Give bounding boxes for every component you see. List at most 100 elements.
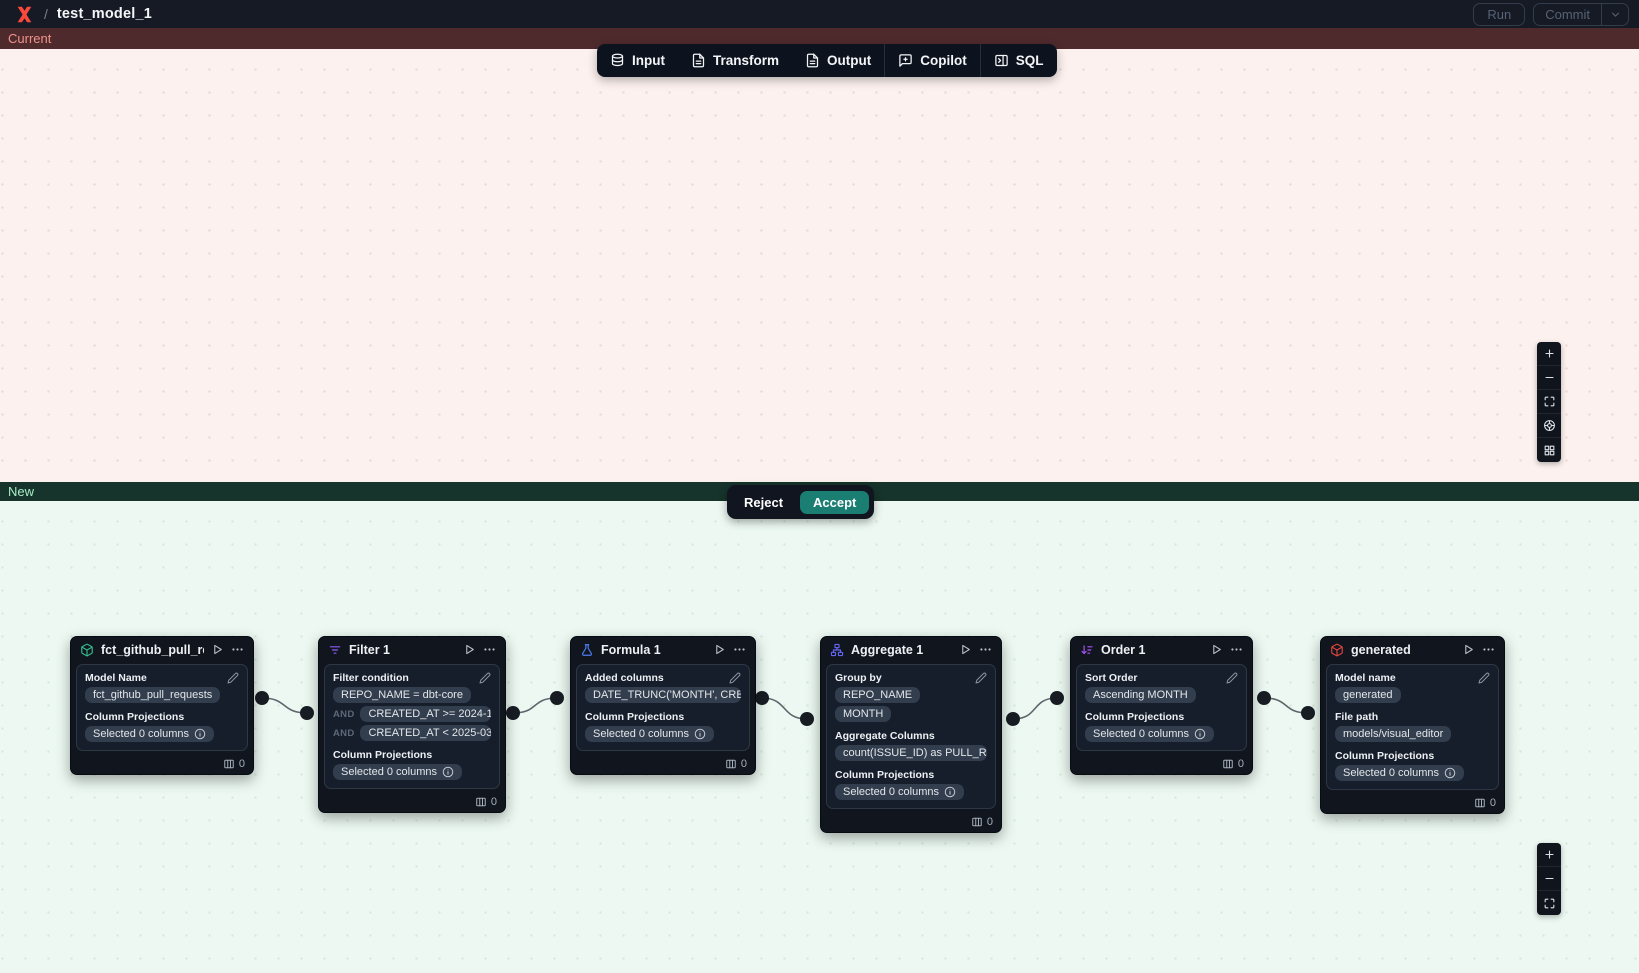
value-pill[interactable]: Selected 0 columns xyxy=(1335,765,1464,781)
value-pill[interactable]: Selected 0 columns xyxy=(835,784,964,800)
node-menu-button[interactable] xyxy=(733,643,746,656)
toolbar-copilot-button[interactable]: Copilot xyxy=(885,44,980,77)
node-menu-button[interactable] xyxy=(1230,643,1243,656)
value-pill[interactable]: count(ISSUE_ID) as PULL_REQUEST_… xyxy=(835,745,987,761)
file-icon xyxy=(691,53,706,68)
fit-view-button[interactable] xyxy=(1537,390,1561,414)
info-icon xyxy=(1444,767,1456,779)
layout-button[interactable] xyxy=(1537,438,1561,462)
toolbar-sql-button[interactable]: SQL xyxy=(981,44,1057,77)
fit-view-button[interactable] xyxy=(1537,891,1561,915)
value-pill[interactable]: models/visual_editor xyxy=(1335,726,1452,742)
reject-button[interactable]: Reject xyxy=(732,491,795,514)
zoom-in-button[interactable] xyxy=(1537,342,1561,366)
toolbar-divider xyxy=(979,44,981,77)
section-label: File path xyxy=(1335,711,1379,723)
condition-conjunction: AND xyxy=(333,708,355,720)
run-node-button[interactable] xyxy=(959,643,972,656)
node-title: Aggregate 1 xyxy=(851,642,924,657)
node-menu-button[interactable] xyxy=(483,643,496,656)
zoom-in-button[interactable] xyxy=(1537,843,1561,867)
value-row: fct_github_pull_requests xyxy=(85,687,239,703)
value-row: Selected 0 columns xyxy=(85,726,239,742)
section-label: Sort Order xyxy=(1085,672,1138,684)
columns-icon xyxy=(725,758,737,770)
section-label: Column Projections xyxy=(333,749,433,761)
interactivity-button[interactable] xyxy=(1537,414,1561,438)
edit-icon[interactable] xyxy=(227,672,239,684)
canvas-controls-bottom xyxy=(1537,843,1561,915)
commit-button[interactable]: Commit xyxy=(1534,4,1601,25)
toolbar-transform-button[interactable]: Transform xyxy=(678,44,792,77)
info-icon xyxy=(944,786,956,798)
node-footer: 0 xyxy=(1321,793,1504,813)
node-menu-button[interactable] xyxy=(1482,643,1495,656)
run-node-button[interactable] xyxy=(1462,643,1475,656)
value-pill[interactable]: DATE_TRUNC('MONTH', CREATED_AT… xyxy=(585,687,741,703)
section-label: Group by xyxy=(835,672,882,684)
node-header: Order 1 xyxy=(1071,637,1252,662)
node-header: Aggregate 1 xyxy=(821,637,1001,662)
columns-icon xyxy=(223,758,235,770)
edit-icon[interactable] xyxy=(975,672,987,684)
value-pill[interactable]: Selected 0 columns xyxy=(85,726,214,742)
current-label: Current xyxy=(8,31,52,46)
node-header: Formula 1 xyxy=(571,637,755,662)
value-pill[interactable]: MONTH xyxy=(835,706,892,722)
value-pill[interactable]: generated xyxy=(1335,687,1401,703)
section-label: Column Projections xyxy=(1085,711,1185,723)
edit-icon[interactable] xyxy=(729,672,741,684)
value-pill[interactable]: Selected 0 columns xyxy=(1085,726,1214,742)
value-row: models/visual_editor xyxy=(1335,726,1490,742)
plus-icon xyxy=(1543,848,1556,861)
node-menu-button[interactable] xyxy=(979,643,992,656)
value-row: Selected 0 columns xyxy=(835,784,987,800)
toolbar-input-button[interactable]: Input xyxy=(597,44,678,77)
flask-icon xyxy=(580,643,594,657)
chevron-down-icon xyxy=(1609,8,1622,21)
node-title: Formula 1 xyxy=(601,642,661,657)
value-pill[interactable]: REPO_NAME xyxy=(835,687,921,703)
value-pill[interactable]: fct_github_pull_requests xyxy=(85,687,221,703)
edit-icon[interactable] xyxy=(1478,672,1490,684)
run-node-button[interactable] xyxy=(211,643,224,656)
column-count: 0 xyxy=(986,816,993,828)
filter-icon xyxy=(328,643,342,657)
zoom-out-button[interactable] xyxy=(1537,867,1561,891)
run-node-button[interactable] xyxy=(713,643,726,656)
commit-dropdown-button[interactable] xyxy=(1601,3,1628,25)
node-header: Filter 1 xyxy=(319,637,505,662)
accept-button[interactable]: Accept xyxy=(800,490,870,514)
columns-icon xyxy=(475,796,487,808)
node-menu-button[interactable] xyxy=(231,643,244,656)
value-pill[interactable]: Selected 0 columns xyxy=(585,726,714,742)
toolbar-output-button[interactable]: Output xyxy=(792,44,884,77)
value-pill[interactable]: CREATED_AT < 2025-03-01 xyxy=(360,725,491,741)
value-pill[interactable]: Selected 0 columns xyxy=(333,764,462,780)
database-icon xyxy=(610,53,625,68)
value-row: count(ISSUE_ID) as PULL_REQUEST_… xyxy=(835,745,987,761)
run-node-button[interactable] xyxy=(1210,643,1223,656)
edit-icon[interactable] xyxy=(1226,672,1238,684)
zoom-out-button[interactable] xyxy=(1537,366,1561,390)
edit-icon[interactable] xyxy=(479,672,491,684)
current-canvas[interactable] xyxy=(0,49,1639,482)
topbar-actions: Run Commit xyxy=(1473,2,1629,26)
column-count: 0 xyxy=(490,796,497,808)
node-fct-github-pull-requests[interactable]: fct_github_pull_requests Model Namefct_g… xyxy=(70,636,254,775)
value-pill[interactable]: Ascending MONTH xyxy=(1085,687,1196,703)
toolbar-divider xyxy=(884,44,886,77)
value-pill[interactable]: REPO_NAME = dbt-core xyxy=(333,687,471,703)
value-pill[interactable]: CREATED_AT >= 2024-12-01 xyxy=(360,706,491,722)
run-node-button[interactable] xyxy=(463,643,476,656)
run-button[interactable]: Run xyxy=(1473,2,1526,26)
